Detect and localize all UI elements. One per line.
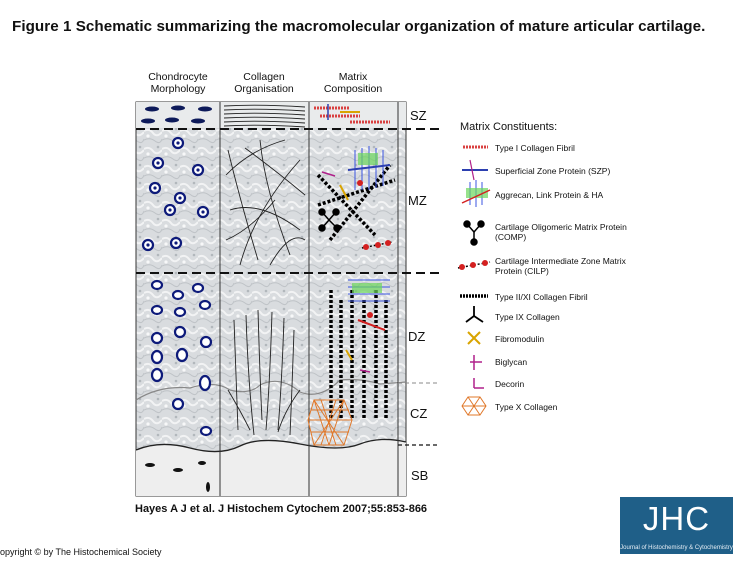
comp-icon	[463, 220, 485, 246]
middle-zone-collagen-fibres	[225, 139, 306, 266]
column-header-line: Collagen	[243, 71, 285, 83]
zone-label-dz: DZ	[408, 329, 426, 344]
citation: Hayes A J et al. J Histochem Cytochem 20…	[135, 503, 428, 515]
subchondral-bone-marks	[145, 461, 210, 492]
legend-label: Type II/XI Collagen Fibril	[495, 292, 588, 302]
legend-label: Type IX Collagen	[495, 312, 560, 322]
column-header-line: Matrix	[338, 71, 368, 83]
legend-label: Superficial Zone Protein (SZP)	[495, 166, 611, 176]
legend-label: Type X Collagen	[495, 402, 558, 412]
zone-label-sb: SB	[411, 468, 429, 483]
zone-label-mz: MZ	[408, 193, 427, 208]
column-header-line: Chondrocyte	[148, 71, 208, 83]
type-x-collagen-lattice	[307, 399, 353, 446]
cilp-icon	[457, 260, 491, 270]
deep-zone-matrix-constituents	[329, 279, 390, 420]
column-header-line: Morphology	[150, 83, 206, 95]
legend-label: Decorin	[495, 379, 525, 389]
middle-zone-matrix-constituents	[316, 146, 396, 250]
legend-label: Fibromodulin	[495, 334, 545, 344]
copyright-notice: opyright © by The Histochemical Society	[0, 547, 162, 557]
logo-text: JHC	[642, 500, 711, 537]
deep-zone-collagen-fibres	[227, 309, 301, 436]
comp-molecule	[318, 208, 341, 232]
fibromodulin-icon	[467, 331, 481, 345]
middle-zone-cells	[141, 136, 210, 252]
aggrecan-icon	[461, 180, 491, 207]
szp-icon	[462, 159, 488, 181]
column-header-matrix: Matrix Composition	[311, 71, 395, 95]
legend-label: Aggrecan, Link Protein & HA	[495, 190, 604, 200]
legend-label: Type I Collagen Fibril	[495, 143, 575, 153]
cilp-molecule	[361, 240, 393, 250]
type-x-collagen-icon	[461, 396, 487, 416]
column-header-chondrocyte: Chondrocyte Morphology	[136, 71, 220, 95]
decorin-icon	[473, 378, 484, 389]
column-header-collagen: Collagen Organisation	[222, 71, 306, 95]
superficial-matrix-constituents	[314, 104, 390, 124]
biglycan-icon	[470, 355, 482, 370]
superficial-collagen-fibres	[223, 104, 306, 128]
column-header-line: Composition	[323, 83, 383, 95]
cartilage-schematic	[135, 101, 491, 497]
superficial-zone-cells	[141, 105, 212, 124]
jhc-logo: JHC Journal of Histochemistry & Cytochem…	[620, 497, 733, 554]
legend-label: Cartilage Intermediate Zone Matrix Prote…	[495, 256, 626, 276]
logo-subtitle: Journal of Histochemistry & Cytochemistr…	[620, 545, 733, 551]
figure-title: Figure 1 Schematic summarizing the macro…	[12, 18, 706, 35]
zone-label-cz: CZ	[410, 406, 428, 421]
deep-zone-cells	[150, 279, 213, 437]
legend-title: Matrix Constituents:	[460, 121, 558, 133]
legend-label: Cartilage Oligomeric Matrix Protein (COM…	[495, 222, 627, 242]
zone-label-sz: SZ	[410, 108, 427, 123]
legend-icons	[457, 145, 491, 416]
legend-label: Biglycan	[495, 357, 528, 367]
column-header-line: Organisation	[234, 83, 294, 95]
type-ix-collagen-icon	[465, 306, 484, 323]
